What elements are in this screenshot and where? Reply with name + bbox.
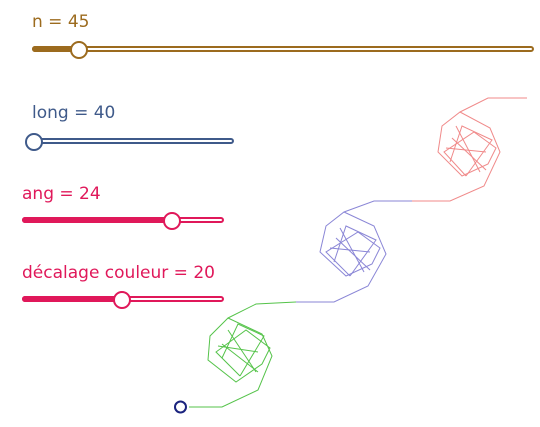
- ang-slider-fill: [22, 217, 171, 223]
- decalage-couleur-slider-label: décalage couleur = 20: [22, 263, 215, 283]
- decalage-couleur-slider[interactable]: [22, 290, 224, 309]
- pink-path-segment: [412, 97, 527, 202]
- long-slider-handle[interactable]: [25, 133, 43, 151]
- n-slider-label: n = 45: [32, 12, 90, 32]
- decalage-couleur-slider-fill: [22, 296, 121, 302]
- n-slider-fill: [32, 46, 78, 52]
- decalage-couleur-slider-handle[interactable]: [113, 291, 131, 309]
- green-path-segment: [189, 301, 297, 408]
- start-point[interactable]: [174, 400, 187, 414]
- n-slider[interactable]: [32, 40, 534, 59]
- n-slider-handle[interactable]: [70, 41, 88, 59]
- purple-path-segment: [296, 200, 412, 303]
- long-slider-label: long = 40: [32, 103, 116, 123]
- ang-slider-label: ang = 24: [22, 184, 101, 204]
- ang-slider-handle[interactable]: [163, 212, 181, 230]
- long-slider[interactable]: [25, 132, 234, 151]
- ang-slider[interactable]: [22, 211, 224, 230]
